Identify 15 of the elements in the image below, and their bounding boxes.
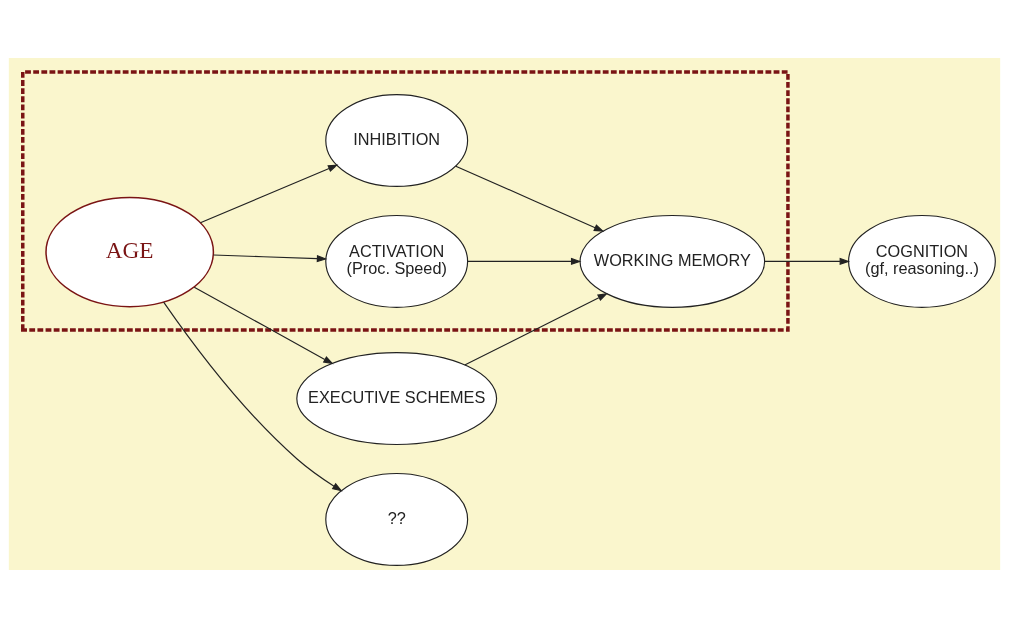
node-ellipse: WORKING MEMORY	[579, 214, 766, 308]
node-ellipse: ACTIVATION (Proc. Speed)	[325, 214, 469, 308]
arrow	[212, 254, 328, 263]
arrow	[764, 257, 851, 266]
arrow	[193, 286, 334, 365]
arrow	[455, 165, 605, 232]
arrow	[464, 293, 608, 366]
node-ellipse: ??	[325, 472, 469, 566]
arrow	[163, 301, 343, 492]
node-ellipse: EXECUTIVE SCHEMES	[296, 352, 498, 446]
arrow	[467, 257, 582, 266]
node-ellipse: COGNITION (gf, reasoning..)	[848, 214, 996, 308]
cluster	[21, 70, 790, 332]
arrow	[199, 164, 339, 224]
node-ellipse: AGE	[45, 196, 215, 308]
